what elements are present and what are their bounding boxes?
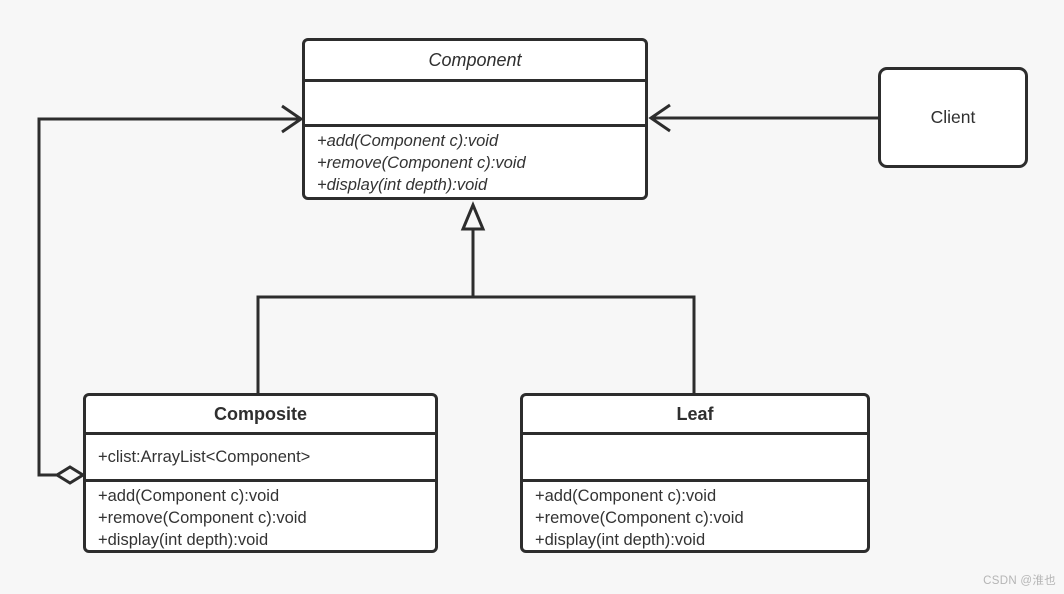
method-entry: +remove(Component c):void <box>317 154 526 172</box>
method-entry: +add(Component c):void <box>535 487 717 505</box>
methods-compartment: +add(Component c):void +remove(Component… <box>305 127 645 197</box>
methods-compartment: +add(Component c):void +remove(Component… <box>86 482 435 551</box>
class-box-client: Client <box>878 67 1028 168</box>
class-title: Leaf <box>523 396 867 435</box>
method-entry: +display(int depth):void <box>535 531 706 549</box>
client-association-connector <box>648 103 878 133</box>
inheritance-connector <box>256 201 696 393</box>
open-arrowhead-icon <box>648 103 671 133</box>
class-box-composite: Composite +clist:ArrayList<Component> +a… <box>83 393 438 553</box>
class-title: Client <box>930 107 976 127</box>
class-title: Composite <box>86 396 435 435</box>
method-entry: +display(int depth):void <box>317 176 488 194</box>
method-entry: +add(Component c):void <box>317 132 499 150</box>
class-title: Component <box>305 41 645 82</box>
method-entry: +display(int depth):void <box>98 531 269 549</box>
methods-compartment: +add(Component c):void +remove(Component… <box>523 482 867 551</box>
attribute-entry: +clist:ArrayList<Component> <box>98 447 311 466</box>
hollow-triangle-icon <box>460 201 486 231</box>
method-entry: +remove(Component c):void <box>98 509 307 527</box>
watermark: CSDN @淮也 <box>983 575 1056 587</box>
attributes-compartment <box>523 435 867 482</box>
attributes-compartment <box>305 82 645 127</box>
method-entry: +remove(Component c):void <box>535 509 744 527</box>
method-entry: +add(Component c):void <box>98 487 280 505</box>
class-box-leaf: Leaf +add(Component c):void +remove(Comp… <box>520 393 870 553</box>
attributes-compartment: +clist:ArrayList<Component> <box>86 435 435 482</box>
open-arrowhead-icon <box>281 104 304 134</box>
hollow-diamond-icon <box>54 465 86 485</box>
class-box-component: Component +add(Component c):void +remove… <box>302 38 648 200</box>
